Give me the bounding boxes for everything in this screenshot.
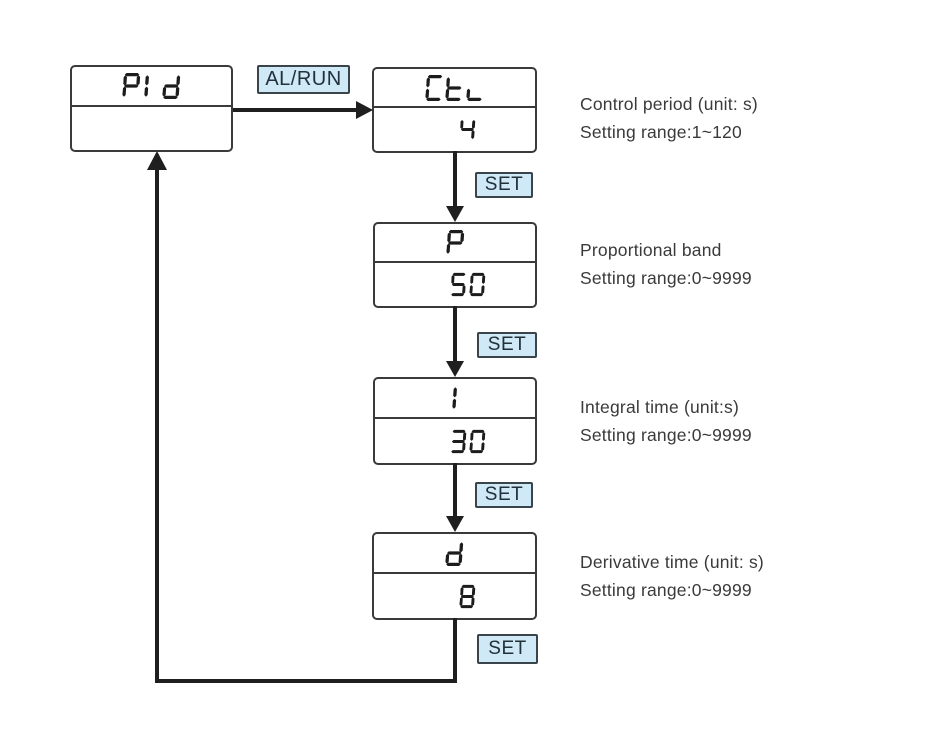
arrow-pid-to-ctl-head-icon bbox=[356, 101, 373, 119]
set-key-label-4: SET bbox=[477, 634, 538, 664]
display-box-p bbox=[373, 222, 537, 308]
sevenseg-p bbox=[446, 229, 464, 257]
return-path-down-line bbox=[453, 618, 457, 683]
label-integral-time-line2: Setting range:0~9999 bbox=[580, 425, 752, 445]
return-path-head-icon bbox=[147, 151, 167, 170]
set-key-label-2: SET bbox=[477, 332, 537, 358]
arrow-p-to-i-line bbox=[453, 306, 457, 362]
display-box-i bbox=[373, 377, 537, 465]
arrow-i-to-d-head-icon bbox=[446, 516, 464, 532]
sevenseg-p-value bbox=[451, 272, 486, 297]
display-i-param-row bbox=[375, 379, 535, 420]
label-control-period-line2: Setting range:1~120 bbox=[580, 122, 742, 142]
label-proportional-band-line1: Proportional band bbox=[580, 240, 722, 260]
sevenseg-pid bbox=[122, 72, 181, 100]
display-box-pid bbox=[70, 65, 233, 152]
label-derivative-time: Derivative time (unit: s) Setting range:… bbox=[580, 548, 764, 604]
label-integral-time-line1: Integral time (unit:s) bbox=[580, 397, 740, 417]
sevenseg-ctl-value bbox=[460, 117, 476, 142]
sevenseg-d-value bbox=[459, 584, 476, 609]
arrow-p-to-i-head-icon bbox=[446, 361, 464, 377]
arrow-i-to-d-line bbox=[453, 463, 457, 517]
set-key-label-1: SET bbox=[475, 172, 533, 198]
label-proportional-band-line2: Setting range:0~9999 bbox=[580, 268, 752, 288]
sevenseg-d bbox=[445, 539, 464, 567]
set-key-label-3: SET bbox=[475, 482, 533, 508]
sevenseg-i-value bbox=[451, 429, 486, 454]
sevenseg-ctl bbox=[425, 74, 484, 102]
label-control-period: Control period (unit: s) Setting range:1… bbox=[580, 90, 758, 146]
al-run-key-label: AL/RUN bbox=[257, 65, 350, 94]
display-d-value-row bbox=[374, 574, 535, 618]
display-box-d bbox=[372, 532, 537, 620]
display-i-value-row bbox=[375, 419, 535, 463]
return-path-bottom-line bbox=[155, 679, 457, 683]
display-d-param-row bbox=[374, 534, 535, 575]
display-ctl-param-row bbox=[374, 69, 535, 109]
display-p-param-row bbox=[375, 224, 535, 264]
return-path-up-line bbox=[155, 170, 159, 683]
arrow-pid-to-ctl-line bbox=[233, 108, 357, 112]
label-derivative-time-line2: Setting range:0~9999 bbox=[580, 580, 752, 600]
arrow-ctl-to-p-line bbox=[453, 151, 457, 207]
display-p-value-row bbox=[375, 263, 535, 306]
display-box-ctl bbox=[372, 67, 537, 153]
display-pid-value-row bbox=[72, 107, 231, 150]
label-integral-time: Integral time (unit:s) Setting range:0~9… bbox=[580, 393, 752, 449]
label-control-period-line1: Control period (unit: s) bbox=[580, 94, 758, 114]
sevenseg-i bbox=[452, 384, 458, 412]
arrow-ctl-to-p-head-icon bbox=[446, 206, 464, 222]
label-derivative-time-line1: Derivative time (unit: s) bbox=[580, 552, 764, 572]
label-proportional-band: Proportional band Setting range:0~9999 bbox=[580, 236, 752, 292]
display-pid-param-row bbox=[72, 67, 231, 107]
display-ctl-value-row bbox=[374, 108, 535, 151]
